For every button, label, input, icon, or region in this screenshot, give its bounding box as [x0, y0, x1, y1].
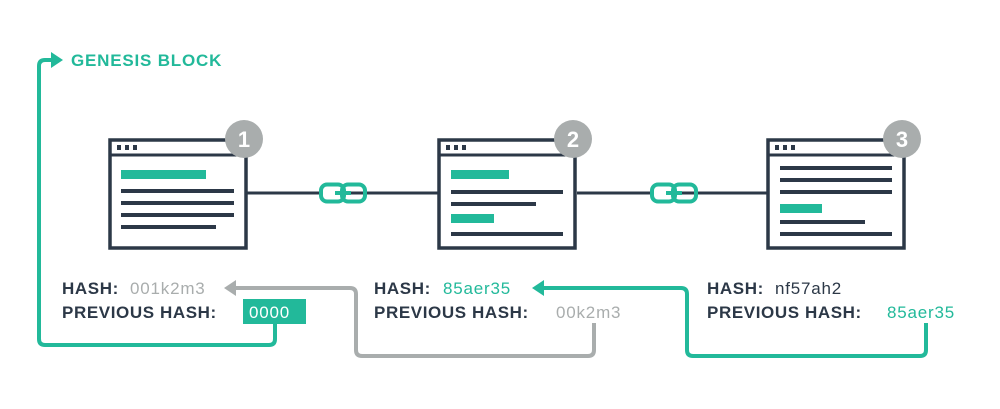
previous-hash-value: 85aer35 — [887, 303, 955, 322]
block-2: 2 — [437, 120, 592, 250]
block-1-hashes: HASH: 001k2m3 PREVIOUS HASH: 0000 — [62, 279, 306, 324]
hash-value: 001k2m3 — [130, 279, 206, 298]
block-number: 3 — [896, 127, 908, 152]
previous-hash-value: 00k2m3 — [556, 303, 621, 322]
hash-value: nf57ah2 — [775, 279, 842, 298]
block-number: 1 — [238, 127, 250, 152]
hash-label: HASH: — [62, 279, 119, 298]
block-3: 3 — [766, 120, 921, 250]
genesis-block-label: GENESIS BLOCK — [71, 51, 222, 70]
block-3-hashes: HASH: nf57ah2 PREVIOUS HASH: 85aer35 — [707, 279, 955, 322]
hash-label: HASH: — [707, 279, 764, 298]
genesis-arrow — [37, 52, 277, 347]
browser-window-icon — [437, 138, 577, 250]
prev-hash-arrow-3-to-2 — [532, 280, 928, 358]
arrowhead-icon — [51, 52, 63, 68]
browser-window-icon — [766, 138, 906, 250]
previous-hash-value: 0000 — [249, 303, 290, 322]
numbered-circle-badge: 2 — [554, 120, 592, 158]
numbered-circle-badge: 1 — [225, 120, 263, 158]
hash-label: HASH: — [374, 279, 431, 298]
hash-value: 85aer35 — [443, 279, 511, 298]
previous-hash-highlight — [243, 299, 306, 324]
numbered-circle-badge: 3 — [883, 120, 921, 158]
block-2-hashes: HASH: 85aer35 PREVIOUS HASH: 00k2m3 — [374, 279, 621, 322]
chain-link-icon — [650, 182, 698, 204]
chain-link-icon — [319, 182, 367, 204]
browser-window-icon — [108, 138, 248, 250]
block-number: 2 — [567, 127, 579, 152]
prev-hash-arrow-2-to-1 — [224, 280, 596, 358]
previous-hash-label: PREVIOUS HASH: — [374, 303, 529, 322]
arrowhead-icon — [224, 280, 236, 296]
arrowhead-icon — [532, 280, 544, 296]
previous-hash-label: PREVIOUS HASH: — [62, 303, 217, 322]
previous-hash-label: PREVIOUS HASH: — [707, 303, 862, 322]
block-1: 1 — [108, 120, 263, 250]
